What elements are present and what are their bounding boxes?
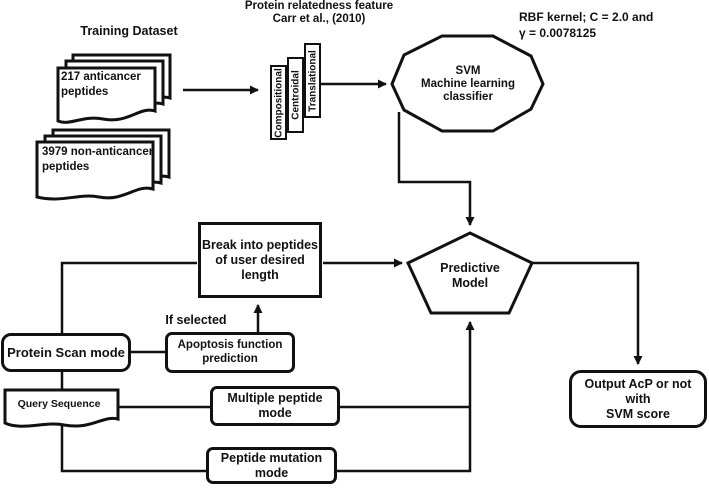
peptide-mutation-mode-node: Peptide mutation mode bbox=[206, 447, 337, 484]
line-protein-scan-to-break bbox=[60, 261, 197, 334]
doc-page-front bbox=[56, 66, 157, 124]
line-query-to-mutation-mode bbox=[60, 423, 206, 473]
svm-classifier-label: SVM Machine learning classifier bbox=[421, 65, 515, 104]
query-sequence-doc bbox=[3, 388, 120, 428]
translational-feature-box: Translational bbox=[304, 43, 321, 118]
arrow-modes-to-predictive bbox=[337, 321, 475, 473]
compositional-feature-label: Compositional bbox=[273, 67, 284, 138]
protein-scan-mode-node: Protein Scan mode bbox=[1, 333, 131, 372]
centroidal-feature-box: Centroidal bbox=[287, 57, 304, 133]
feature-title: Protein relatedness feature Carr et al.,… bbox=[244, 0, 394, 26]
doc-page-front bbox=[35, 140, 155, 201]
centroidal-feature-label: Centroidal bbox=[290, 70, 301, 120]
query-sequence-label: Query Sequence bbox=[17, 398, 101, 410]
svm-parameters-note: RBF kernel; C = 2.0 and γ = 0.0078125 bbox=[519, 10, 654, 41]
predictive-model-label: Predictive Model bbox=[440, 261, 500, 290]
if-selected-label: If selected bbox=[165, 313, 227, 327]
arrow-predictive-to-output bbox=[532, 261, 643, 365]
training-dataset-title: Training Dataset bbox=[80, 24, 178, 38]
non-anticancer-doc-label: 3979 non-anticancer peptides bbox=[42, 146, 154, 173]
output-result-node: Output AcP or not with SVM score bbox=[569, 370, 707, 428]
arrow-svm-to-predictive bbox=[397, 112, 475, 226]
anticancer-doc-label: 217 anticancer peptides bbox=[61, 71, 141, 98]
anticancer-doc-stack bbox=[56, 53, 172, 124]
compositional-feature-box: Compositional bbox=[270, 65, 287, 140]
multiple-peptide-mode-node: Multiple peptide mode bbox=[210, 386, 340, 426]
apoptosis-prediction-node: Apoptosis function prediction bbox=[165, 332, 295, 373]
svm-classifier-decagon bbox=[390, 34, 545, 133]
predictive-model-pentagon bbox=[406, 231, 534, 315]
break-into-peptides-node: Break into peptides of user desired leng… bbox=[198, 222, 322, 298]
non-anticancer-doc-stack bbox=[35, 128, 171, 201]
translational-feature-label: Translational bbox=[307, 49, 318, 112]
